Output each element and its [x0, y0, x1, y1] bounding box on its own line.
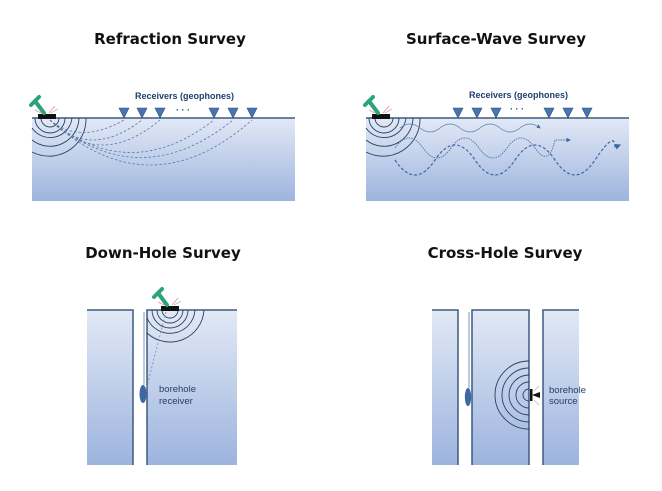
- wavefront-rings: [365, 117, 421, 157]
- ray-path: [145, 311, 167, 391]
- wavefront-rings: [31, 117, 87, 157]
- geophone-icon: [452, 107, 464, 119]
- geophone-icon: [490, 107, 502, 119]
- wavefront-rings: [494, 360, 530, 430]
- down-hole-panel: borehole receiver: [87, 287, 237, 465]
- geophone-icon: [471, 107, 483, 119]
- down-hole-title: Down-Hole Survey: [85, 244, 241, 262]
- receiver-label: receiver: [159, 396, 193, 407]
- borehole-source-icon: [530, 385, 540, 406]
- ground-block-middle: [472, 310, 529, 465]
- ground-block: [366, 118, 629, 201]
- ground-block-right: [147, 310, 237, 465]
- ground-block-left: [87, 310, 133, 465]
- geophone-icon: [227, 107, 239, 119]
- ray-paths: [49, 119, 253, 166]
- surface-wave-panel: · · · Receivers (geophones): [363, 90, 629, 201]
- hammer-source-icon: [29, 95, 60, 121]
- receivers-label: Receivers (geophones): [469, 90, 568, 100]
- geophone-icon: [136, 107, 148, 119]
- cross-hole-title: Cross-Hole Survey: [427, 244, 583, 262]
- ground-block-right: [543, 310, 579, 465]
- borehole-label: borehole: [159, 384, 196, 395]
- surface-waves: [394, 123, 622, 176]
- geophone-icon: [543, 107, 555, 119]
- ellipsis-dots: · · ·: [510, 104, 524, 114]
- receivers-label: Receivers (geophones): [135, 91, 234, 101]
- hammer-source-icon: [363, 95, 394, 121]
- refraction-title: Refraction Survey: [94, 30, 246, 48]
- geophone-icon: [118, 107, 130, 119]
- surface-wave-title: Surface-Wave Survey: [405, 30, 587, 48]
- cross-hole-panel: borehole source: [432, 309, 586, 465]
- geophone-icon: [246, 107, 258, 119]
- geophone-icon: [154, 107, 166, 119]
- ground-block: [32, 118, 295, 201]
- hammer-source-icon: [152, 287, 183, 313]
- borehole-label: borehole: [549, 385, 586, 396]
- source-label: source: [549, 396, 578, 407]
- geophone-icon: [562, 107, 574, 119]
- ellipsis-dots: · · ·: [176, 105, 190, 115]
- wavefront-rings: [146, 309, 205, 343]
- refraction-panel: · · · Receivers (geophones): [29, 91, 295, 201]
- geophone-icon: [581, 107, 593, 119]
- borehole-receiver-icon: [139, 385, 147, 403]
- geophone-icon: [208, 107, 220, 119]
- borehole-receiver-icon: [464, 388, 472, 406]
- ground-block-left: [432, 310, 458, 465]
